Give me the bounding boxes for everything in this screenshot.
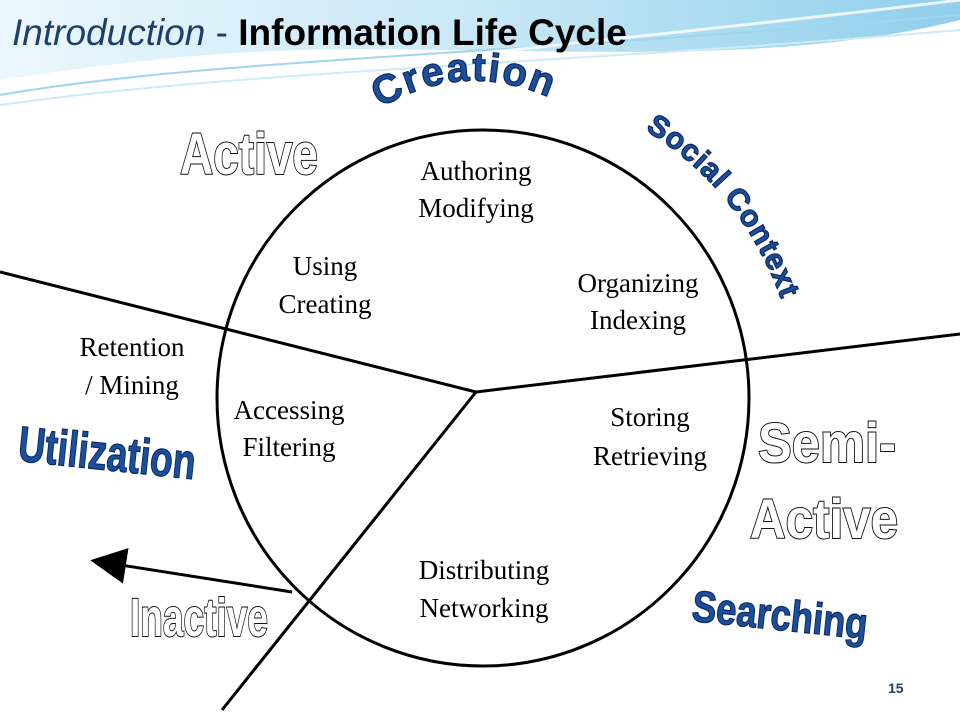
label-mining: / Mining [85, 370, 179, 400]
title-dash: - [205, 12, 239, 53]
label-retrieving: Retrieving [593, 441, 707, 471]
label-active-2: Active [750, 487, 898, 550]
label-semi: Semi- [758, 411, 896, 474]
label-using: Using [293, 251, 358, 281]
label-active: Active [180, 122, 318, 187]
title-main: Information Life Cycle [238, 12, 627, 53]
label-storing: Storing [610, 402, 690, 432]
label-searching: Searching [690, 582, 870, 649]
label-filtering: Filtering [243, 432, 336, 462]
label-inactive: Inactive [130, 588, 268, 648]
label-authoring: Authoring [421, 156, 532, 186]
header-swoosh [0, 0, 960, 106]
label-networking: Networking [420, 593, 549, 623]
label-retention: Retention [80, 332, 185, 362]
label-modifying: Modifying [418, 193, 534, 223]
inactive-arrow [90, 548, 293, 594]
divider-line-right [475, 332, 960, 394]
title-intro: Introduction [12, 12, 206, 53]
label-distributing: Distributing [419, 555, 550, 585]
cycle-circle [215, 128, 751, 668]
label-organizing: Organizing [578, 268, 699, 298]
label-accessing: Accessing [234, 395, 345, 425]
label-creating: Creating [279, 289, 372, 319]
page-number: 15 [888, 680, 904, 696]
label-utilization: Utilization [16, 416, 199, 490]
label-indexing: Indexing [590, 305, 686, 335]
divider-line-upper-left [0, 270, 477, 394]
slide-title: Introduction - Information Life Cycle [12, 8, 627, 58]
divider-line-lower-left [220, 391, 478, 711]
